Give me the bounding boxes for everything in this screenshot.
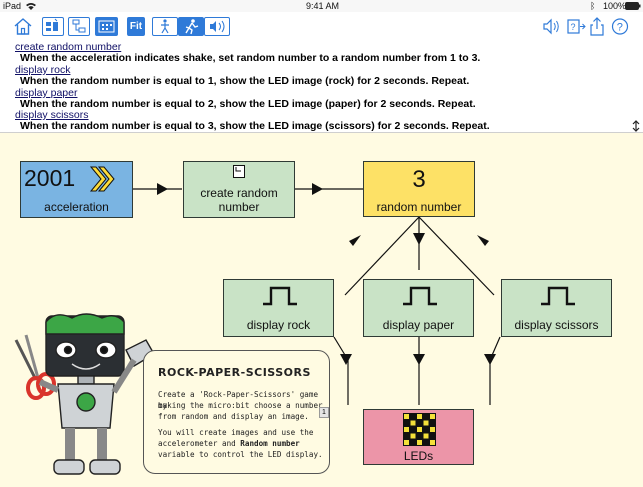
led-grid-icon — [403, 413, 436, 451]
shake-chevron-icon — [89, 165, 115, 198]
bubble-text: variable to control the LED display. — [158, 450, 323, 459]
display-rock-label: display rock — [246, 318, 311, 332]
flow-view-button[interactable] — [68, 17, 90, 36]
bubble-text: Create a 'Rock-Paper-Scissors' game by — [158, 390, 319, 410]
wifi-icon — [26, 2, 36, 12]
svg-text:?: ? — [571, 22, 576, 32]
acceleration-value: 2001 — [24, 165, 76, 191]
status-bar: iPad 9:41 AM ᛒ 100% — [0, 0, 643, 12]
description-text: When the acceleration indicates shake, s… — [20, 52, 481, 64]
pulse-icon — [262, 285, 298, 312]
create-random-label: create random — [200, 186, 278, 200]
home-icon[interactable] — [13, 17, 33, 36]
description-link-create-random-number[interactable]: create random number — [15, 41, 122, 53]
display-paper-node[interactable]: display paper — [363, 279, 474, 337]
random-number-node[interactable]: 3 random number — [363, 161, 475, 217]
resize-handle-icon[interactable] — [631, 120, 641, 135]
leds-label: LEDs — [403, 449, 434, 463]
acceleration-node[interactable]: 2001 acceleration — [20, 161, 133, 218]
bubble-text: from random and display an image. — [158, 412, 309, 421]
description-text: When the random number is equal to 2, sh… — [20, 98, 476, 110]
robot-mascot-icon — [6, 310, 166, 487]
help-text-icon[interactable]: ? — [566, 17, 586, 36]
display-paper-label: display paper — [382, 318, 455, 332]
bubble-text: making the micro:bit choose a number — [158, 401, 323, 410]
help-icon[interactable]: ? — [610, 17, 630, 36]
run-mode-button[interactable] — [152, 17, 178, 36]
bluetooth-icon: ᛒ — [590, 1, 596, 11]
description-link-display-scissors[interactable]: display scissors — [15, 109, 89, 121]
description-text: When the random number is equal to 3, sh… — [20, 120, 490, 132]
bubble-text: accelerometer and Random number — [158, 439, 300, 448]
acceleration-label: acceleration — [44, 200, 109, 214]
fit-button[interactable]: Fit — [127, 17, 145, 36]
page-badge[interactable]: 1 — [319, 407, 329, 418]
display-scissors-label: display scissors — [514, 318, 599, 332]
microbit-view-button[interactable] — [95, 17, 118, 36]
leds-node[interactable]: LEDs — [363, 409, 474, 465]
sound-wave-button[interactable] — [204, 17, 230, 36]
create-random-number-node[interactable]: create random number — [183, 161, 295, 218]
pulse-icon — [402, 285, 438, 312]
description-link-display-paper[interactable]: display paper — [15, 87, 78, 99]
random-icon — [233, 165, 245, 183]
display-scissors-node[interactable]: display scissors — [501, 279, 612, 337]
description-text: When the random number is equal to 1, sh… — [20, 75, 470, 87]
description-link-display-rock[interactable]: display rock — [15, 64, 71, 76]
toolbar: Fit ? ? — [0, 12, 643, 41]
carrier-label: iPad — [3, 1, 22, 11]
running-figure-button[interactable] — [178, 17, 204, 36]
speaker-icon[interactable] — [541, 17, 561, 36]
battery-percent: 100% — [603, 1, 627, 11]
random-number-label: random number — [376, 200, 462, 214]
description-panel: create random number When the accelerati… — [0, 40, 643, 133]
share-icon[interactable] — [587, 17, 607, 36]
clock: 9:41 AM — [306, 1, 340, 11]
display-rock-node[interactable]: display rock — [223, 279, 334, 337]
pulse-icon — [540, 285, 576, 312]
random-number-value: 3 — [412, 166, 426, 193]
create-random-label: number — [218, 200, 260, 214]
bubble-title: ROCK-PAPER-SCISSORS — [158, 366, 311, 379]
info-bubble: ROCK-PAPER-SCISSORS Create a 'Rock-Paper… — [143, 350, 330, 474]
blocks-view-button[interactable] — [42, 17, 64, 36]
svg-text:?: ? — [617, 22, 623, 34]
bubble-text: You will create images and use the — [158, 428, 314, 437]
battery-icon — [625, 2, 641, 12]
